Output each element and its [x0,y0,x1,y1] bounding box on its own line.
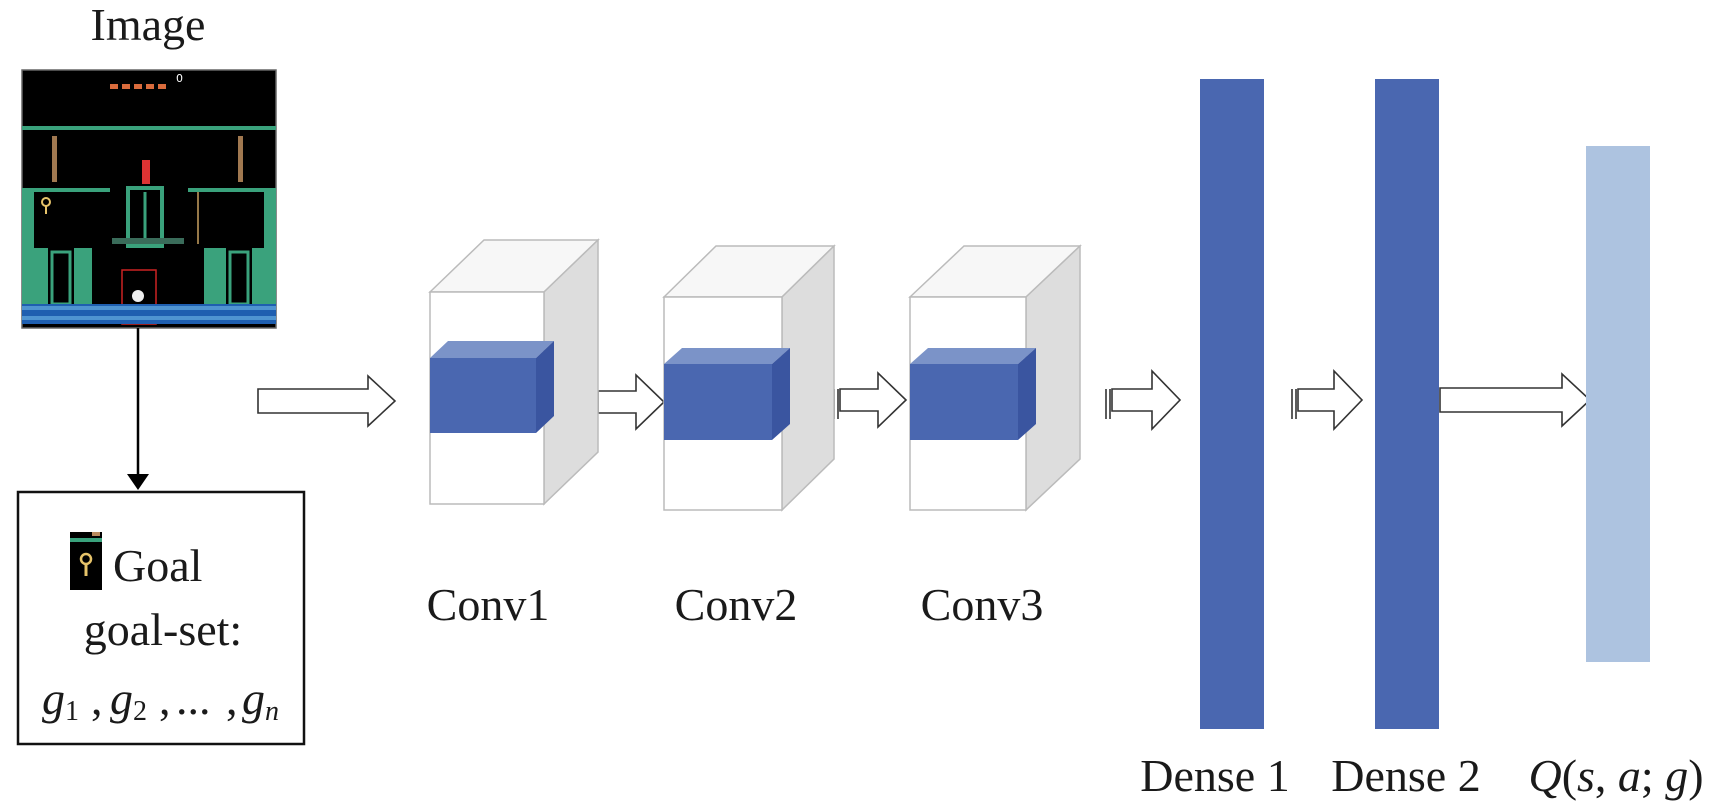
dense2-label: Dense 2 [1331,750,1480,801]
conv1-label: Conv1 [427,579,550,630]
conv1-block [428,238,600,506]
dense1-label: Dense 1 [1140,750,1289,801]
goal-title: Goal [113,540,202,591]
game-screenshot: 0 [21,69,277,329]
goal-set-members: g1 , g2 , ... , gn [42,673,279,727]
arrow-dense2-to-output [1439,372,1592,428]
goal-member-ellipsis: ... [176,673,211,724]
dense1-layer [1200,79,1264,729]
arrow-dense1-to-dense2 [1297,369,1364,431]
arrow-conv2-to-conv3 [839,371,908,429]
q-output-layer [1586,146,1650,662]
conv2-label: Conv2 [675,579,798,630]
svg-text:,: , [91,673,103,724]
svg-text:,: , [226,673,238,724]
goal-member-2: g2 [110,673,147,727]
goal-set-label: goal-set: [84,604,242,655]
arrow-image-to-conv1 [257,374,397,428]
goal-member-1: g1 [42,673,79,727]
svg-text:,: , [159,673,171,724]
q-output-label: Q(s, a; g) [1528,750,1703,801]
image-label: Image [91,0,206,50]
arrow-conv1-to-conv2 [597,373,666,431]
dense2-layer [1375,79,1439,729]
goal-member-n: gn [242,673,279,727]
conv3-block [908,244,1082,512]
conv2-block [662,244,836,512]
conv3-label: Conv3 [921,579,1044,630]
key-icon [70,532,102,590]
arrow-conv3-to-dense1 [1111,369,1182,431]
svg-text:0: 0 [176,72,183,85]
goal-box: Goal goal-set: g1 , g2 , ... , gn [16,490,306,746]
